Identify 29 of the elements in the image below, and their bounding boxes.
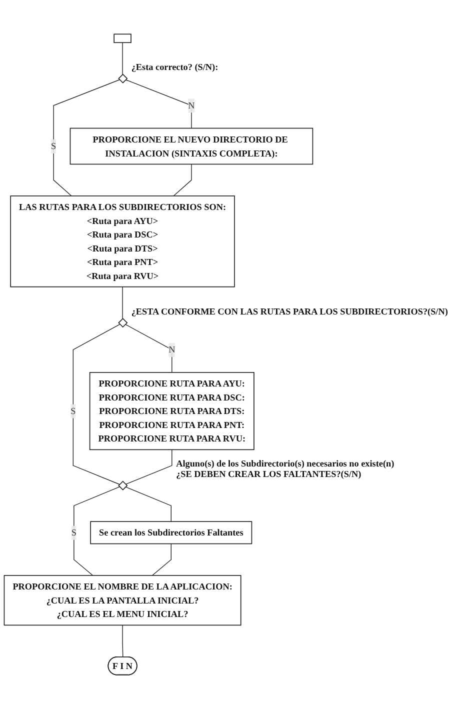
node-diamond [118,480,128,490]
connector [125,79,192,129]
edge-label: S [71,527,76,538]
connector [152,543,172,576]
connector [125,486,172,522]
node-diamond [118,318,128,328]
node-box: PROPORCIONE EL NOMBRE DE LA APLICACION: ¿CUAL ES LA PANTALLA INICIAL? ¿CUAL ES EL MENU INICIAL? [4,575,242,626]
edge-label: N [168,344,176,355]
connector [124,324,172,373]
edge-label: S [51,140,56,152]
node-box: PROPORCIONE EL NUEVO DIRECTORIO DE INSTALACION (SINTAXIS COMPLETA): [70,128,314,165]
connector [122,286,123,319]
connector [173,164,192,196]
connector [72,324,120,485]
connector [125,449,172,485]
question-text: Alguno(s) de los Subdirectorio(s) necesarios no existe(n) ¿SE DEBEN CREAR LOS FALTANTES?(S/N) [176,458,394,480]
edge-label: S [70,406,76,416]
node-box: LAS RUTAS PARA LOS SUBDIRECTORIOS SON: <Ruta para AYU> <Ruta para DSC> <Ruta para DTS> <Ruta para PNT> <Ruta para RVU> [10,195,235,288]
node-box [114,34,132,44]
node-box: PROPORCIONE RUTA PARA AYU: PROPORCIONE RUTA PARA DSC: PROPORCIONE RUTA PARA DTS: PROPORCIONE RUTA PARA PNT: PROPORCIONE RUTA PARA RVU: [89,372,254,450]
question-text: ¿Esta correcto? (S/N): [131,62,218,72]
question-text: ¿ESTA CONFORME CON LAS RUTAS PARA LOS SUBDIRECTORIOS?(S/N) [131,306,448,316]
node-diamond [118,74,128,84]
node-box: Se crean los Subdirectorios Faltantes [90,521,252,544]
connector [53,79,120,196]
connector [122,42,123,75]
connector [74,486,120,576]
edge-label: N [188,100,195,111]
connector [122,624,124,658]
